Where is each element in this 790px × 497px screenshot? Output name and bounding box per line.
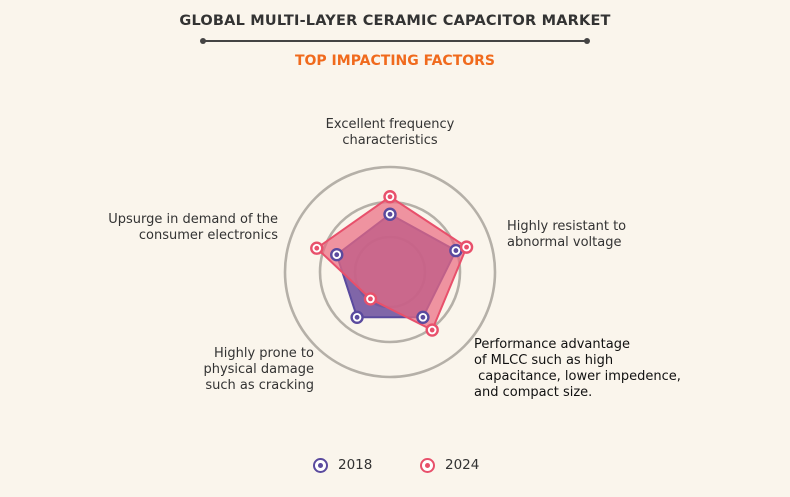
axis-label-line: Upsurge in demand of the xyxy=(108,212,278,227)
axis-label-line: Highly prone to xyxy=(213,346,314,361)
data-point-center-2018 xyxy=(354,314,360,320)
legend-marker-2018 xyxy=(313,457,328,473)
data-point-center-2024 xyxy=(368,296,373,302)
chart-title: GLOBAL MULTI-LAYER CERAMIC CAPACITOR MAR… xyxy=(179,13,611,29)
axis-label-line: and compact size. xyxy=(474,385,593,400)
data-point-center-2018 xyxy=(453,248,459,253)
legend-item-2024: 2024 xyxy=(420,457,479,473)
data-point-center-2024 xyxy=(429,327,435,333)
axis-label-consumer: Upsurge in demand of the consumer electr… xyxy=(60,212,278,244)
data-point-center-2018 xyxy=(334,252,340,258)
divider-dot-right xyxy=(584,38,590,44)
series-area-2024 xyxy=(315,195,468,332)
axis-label-line: of MLCC such as high xyxy=(474,353,614,368)
chart-subtitle: TOP IMPACTING FACTORS xyxy=(294,53,496,69)
title-divider xyxy=(200,38,590,44)
grid-ring xyxy=(283,165,497,379)
axis-label-line: consumer electronics xyxy=(138,228,278,243)
axis-label-line: physical damage xyxy=(203,362,314,377)
divider-dot-left xyxy=(200,38,206,44)
axis-label-line: abnormal voltage xyxy=(507,235,622,250)
axis-label-line: such as cracking xyxy=(205,378,314,393)
axis-label-damage: Highly prone to physical damage such as … xyxy=(168,346,314,394)
axis-label-frequency: Excellent frequency characteristics xyxy=(290,117,490,149)
axis-label-line: capacitance, lower impedence, xyxy=(474,369,681,384)
data-point-center-2024 xyxy=(464,244,469,250)
axis-label-line: characteristics xyxy=(342,133,438,148)
axis-label-voltage: Highly resistant to abnormal voltage xyxy=(507,219,667,251)
radar-points xyxy=(310,190,474,337)
axis-label-line: Excellent frequency xyxy=(325,117,455,132)
axis-label-line: Performance advantage xyxy=(474,337,630,352)
data-point-center-2024 xyxy=(387,194,393,200)
chart-legend: 2018 2024 xyxy=(0,457,790,477)
data-point-center-2018 xyxy=(420,314,426,320)
axis-label-performance: Performance advantage of MLCC such as hi… xyxy=(474,337,714,401)
legend-label-2024: 2024 xyxy=(445,457,480,473)
data-point-center-2018 xyxy=(387,211,393,217)
legend-item-2018: 2018 xyxy=(313,457,372,473)
legend-label-2018: 2018 xyxy=(338,457,373,473)
legend-marker-2024 xyxy=(420,457,435,473)
radar-areas xyxy=(315,195,468,332)
data-point-center-2024 xyxy=(314,245,320,251)
axis-label-line: Highly resistant to xyxy=(507,219,627,234)
